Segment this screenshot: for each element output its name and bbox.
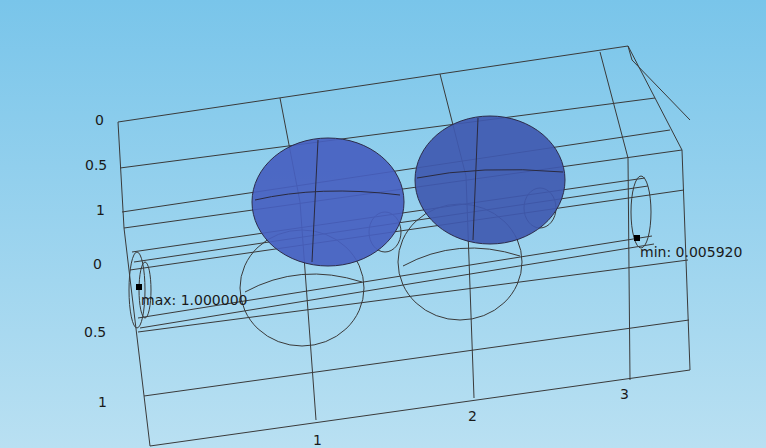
axis-tick: 3 xyxy=(620,386,629,402)
axis-tick: 2 xyxy=(468,408,477,424)
min-annotation: min: 0.005920 xyxy=(640,244,742,260)
axis-tick: 0 xyxy=(93,256,102,272)
axis-tick: 1 xyxy=(96,202,105,218)
axis-tick: 0.5 xyxy=(84,324,106,340)
axis-tick: 0.5 xyxy=(85,157,107,173)
axis-tick: 1 xyxy=(313,432,322,448)
axis-tick: 1 xyxy=(98,394,107,410)
axis-tick: 0 xyxy=(95,112,104,128)
max-annotation: max: 1.000000 xyxy=(141,292,247,308)
